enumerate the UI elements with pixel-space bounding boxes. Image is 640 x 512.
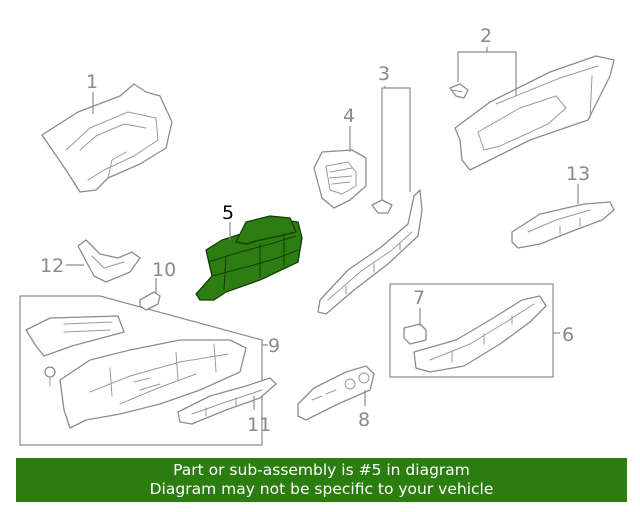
parts-diagram: 1 2 3 4 5 [19, 25, 615, 446]
part-11-lower-trim[interactable] [177, 377, 277, 425]
callout-10[interactable]: 10 [152, 259, 176, 281]
callout-9[interactable]: 9 [268, 335, 280, 357]
callout-5[interactable]: 5 [222, 202, 234, 224]
banner-line-2: Diagram may not be specific to your vehi… [149, 480, 494, 498]
callout-4[interactable]: 4 [343, 105, 355, 127]
callout-6[interactable]: 6 [562, 324, 574, 346]
part-1-cluster-hood[interactable] [41, 83, 173, 193]
part-8-switch-panel[interactable] [297, 365, 375, 421]
part-3-trim-strip[interactable] [317, 189, 423, 315]
part-13-side-trim[interactable] [511, 201, 615, 249]
part-4-air-vent[interactable] [313, 149, 367, 209]
part-5-highlighted[interactable] [195, 215, 303, 301]
part-7-clip[interactable] [403, 323, 427, 345]
part-3-clip[interactable] [371, 199, 393, 214]
leader-2 [457, 47, 517, 96]
callout-3[interactable]: 3 [378, 63, 390, 85]
part-10-clip[interactable] [139, 291, 161, 311]
box-6-7 [389, 283, 554, 378]
callout-13[interactable]: 13 [566, 163, 590, 185]
part-9-lower-panel[interactable] [25, 315, 247, 429]
info-banner: Part or sub-assembly is #5 in diagram Di… [16, 458, 627, 502]
banner-line-1: Part or sub-assembly is #5 in diagram [173, 461, 470, 479]
part-12-bracket[interactable] [77, 239, 141, 283]
part-2-clip[interactable] [449, 83, 469, 99]
callout-2[interactable]: 2 [480, 25, 492, 47]
callout-12[interactable]: 12 [40, 255, 64, 277]
callout-8[interactable]: 8 [358, 409, 370, 431]
part-6-trim-bracket[interactable] [413, 295, 547, 373]
callout-1[interactable]: 1 [86, 71, 98, 93]
callout-11[interactable]: 11 [247, 414, 271, 436]
callout-7[interactable]: 7 [413, 287, 425, 309]
leader-3 [381, 86, 411, 200]
part-2-dash-trim-panel[interactable] [454, 55, 615, 171]
screw-icon [44, 366, 56, 387]
